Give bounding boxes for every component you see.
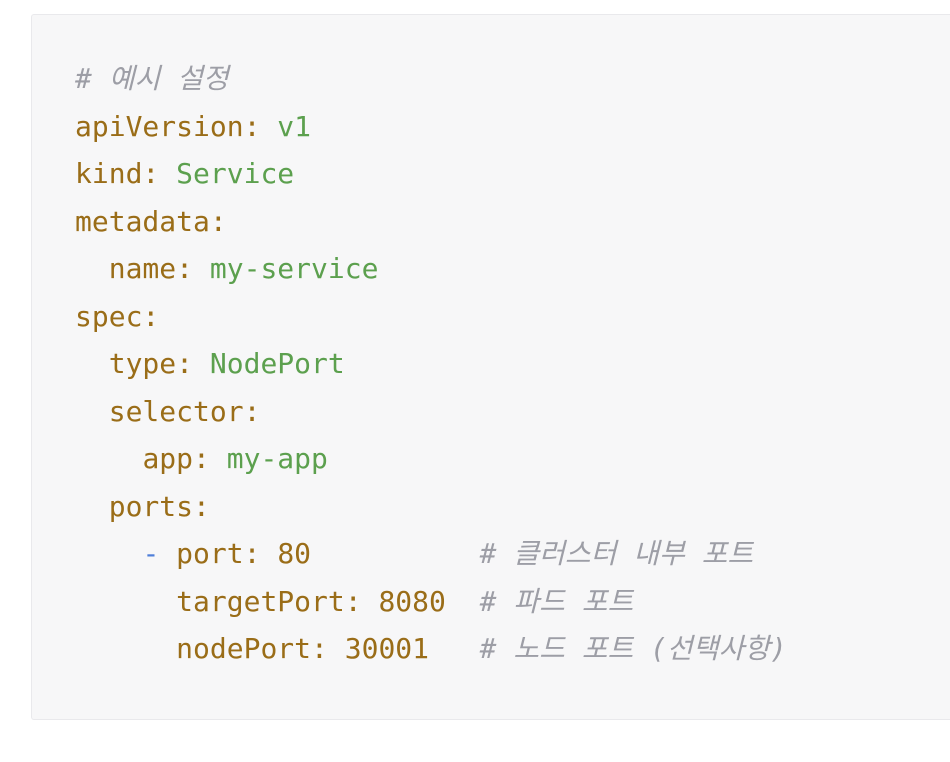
yaml-plain-token <box>75 395 109 428</box>
code-line: app: my-app <box>75 442 328 475</box>
yaml-code-block: # 예시 설정 apiVersion: v1 kind: Service met… <box>31 14 950 720</box>
yaml-key-token: apiVersion: <box>75 109 261 143</box>
code-line: spec: <box>75 300 159 333</box>
yaml-plain-token <box>260 537 277 570</box>
yaml-plain-token <box>75 347 109 380</box>
yaml-comment-token: # 노드 포트 (선택사항) <box>479 632 787 665</box>
yaml-plain-token <box>328 632 345 665</box>
yaml-plain-token <box>75 490 109 523</box>
yaml-key-token: metadata: <box>75 204 227 238</box>
code-line: type: NodePort <box>75 347 345 380</box>
yaml-string-token: Service <box>176 157 295 190</box>
yaml-plain-token <box>210 442 227 475</box>
yaml-plain-token <box>159 537 176 570</box>
yaml-key-token: ports: <box>108 489 210 523</box>
yaml-key-token: spec: <box>75 299 160 333</box>
code-line: metadata: <box>75 205 227 238</box>
yaml-punct-token: - <box>142 537 160 570</box>
yaml-plain-token <box>193 252 210 285</box>
code-line: apiVersion: v1 <box>75 110 311 143</box>
code-content: # 예시 설정 apiVersion: v1 kind: Service met… <box>75 55 940 673</box>
yaml-comment-token: # 파드 포트 <box>479 584 634 618</box>
yaml-plain-token <box>75 632 176 665</box>
yaml-string-token: my-service <box>209 252 379 285</box>
yaml-comment-token: # 클러스터 내부 포트 <box>479 537 754 570</box>
yaml-plain-token <box>362 585 379 618</box>
code-line: # 예시 설정 <box>75 62 229 95</box>
yaml-plain-token <box>159 157 176 190</box>
yaml-key-token: name: <box>108 252 194 285</box>
yaml-number-token: 8080 <box>378 584 446 618</box>
code-line: - port: 80 # 클러스터 내부 포트 <box>75 537 753 570</box>
yaml-plain-token <box>75 252 109 285</box>
yaml-key-token: selector: <box>108 394 261 428</box>
yaml-key-token: app: <box>142 442 210 475</box>
yaml-plain-token <box>429 632 480 665</box>
yaml-number-token: 80 <box>277 537 312 570</box>
yaml-plain-token <box>75 442 142 475</box>
yaml-key-token: type: <box>108 347 194 380</box>
yaml-plain-token <box>446 585 480 618</box>
yaml-key-token: kind: <box>75 157 160 190</box>
yaml-string-token: v1 <box>277 109 312 143</box>
yaml-comment-token: # 예시 설정 <box>75 62 229 95</box>
code-line: kind: Service <box>75 157 294 190</box>
code-line: ports: <box>75 490 210 523</box>
code-line: name: my-service <box>75 252 379 285</box>
yaml-plain-token <box>311 537 480 570</box>
yaml-plain-token <box>75 537 142 570</box>
code-line: selector: <box>75 394 261 428</box>
yaml-string-token: my-app <box>226 442 328 475</box>
code-line: targetPort: 8080 # 파드 포트 <box>75 585 633 618</box>
yaml-plain-token <box>193 347 210 380</box>
yaml-string-token: NodePort <box>209 347 345 380</box>
yaml-key-token: port: <box>176 537 261 570</box>
yaml-plain-token <box>260 110 277 143</box>
code-line: nodePort: 30001 # 노드 포트 (선택사항) <box>75 632 787 665</box>
yaml-key-token: targetPort: <box>176 584 362 618</box>
yaml-number-token: 30001 <box>344 632 430 665</box>
yaml-key-token: nodePort: <box>176 632 328 665</box>
yaml-plain-token <box>75 585 176 618</box>
